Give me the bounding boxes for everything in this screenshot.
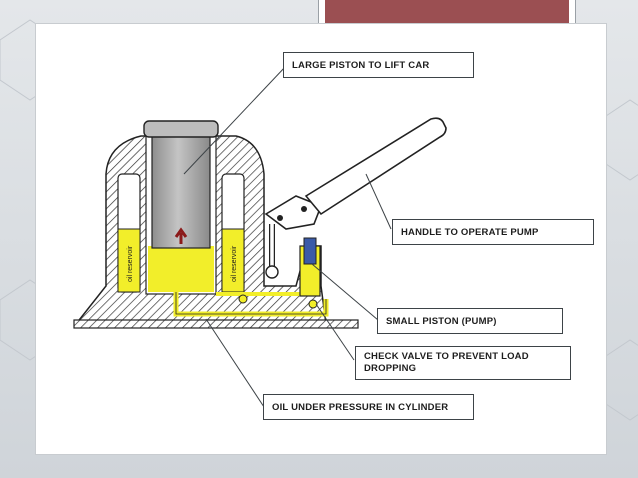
diagram-panel: oil reservoir oil reservoir xyxy=(36,24,606,454)
pump-handle xyxy=(264,117,447,279)
oil-channel xyxy=(173,292,329,317)
callout-check-valve: CHECK VALVE TO PREVENT LOAD DROPPING xyxy=(355,346,571,380)
small-piston xyxy=(303,237,317,265)
handle-lever xyxy=(304,117,447,216)
right-oil-reservoir: oil reservoir xyxy=(221,173,245,293)
right-reservoir-label: oil reservoir xyxy=(231,245,238,282)
leader-lines xyxy=(183,65,392,408)
left-oil-reservoir: oil reservoir xyxy=(117,173,141,293)
callout-check-valve-line2: DROPPING xyxy=(364,363,417,374)
check-valve xyxy=(238,294,248,304)
left-reservoir-label: oil reservoir xyxy=(127,245,134,282)
callout-check-valve-line1: CHECK VALVE TO PREVENT LOAD xyxy=(364,351,529,362)
check-valve-2 xyxy=(308,299,318,309)
callout-small-piston: SMALL PISTON (PUMP) xyxy=(377,308,563,334)
up-arrow-icon xyxy=(174,227,188,244)
callout-handle: HANDLE TO OPERATE PUMP xyxy=(392,219,594,245)
main-cylinder xyxy=(143,120,219,295)
pump-cylinder xyxy=(299,237,321,297)
callout-large-piston: LARGE PISTON TO LIFT CAR xyxy=(283,52,474,78)
hydraulic-jack-diagram: oil reservoir oil reservoir xyxy=(73,65,447,408)
callout-oil-pressure: OIL UNDER PRESSURE IN CYLINDER xyxy=(263,394,474,420)
piston-cap xyxy=(143,120,219,138)
